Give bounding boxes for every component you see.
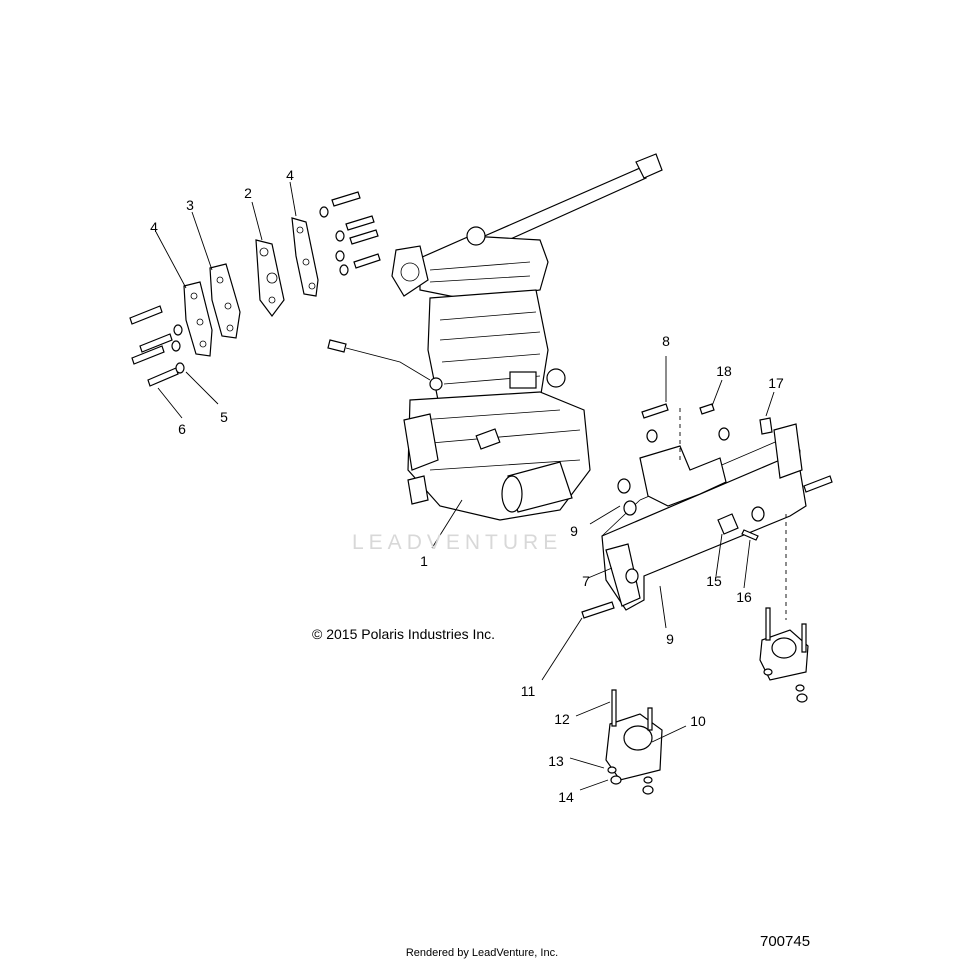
callout-13: 13 [548, 753, 564, 769]
copyright-notice: © 2015 Polaris Industries Inc. [312, 626, 496, 642]
callout-7: 7 [582, 573, 590, 589]
callout-5: 5 [220, 409, 228, 425]
callout-9-upper: 9 [570, 523, 578, 539]
callout-4-left: 4 [150, 219, 158, 235]
callout-1: 1 [420, 553, 428, 569]
callout-3: 3 [186, 197, 194, 213]
engine-mount-rubber-right [759, 607, 809, 703]
callout-16: 16 [736, 589, 752, 605]
callout-14: 14 [558, 789, 574, 805]
callout-11: 11 [521, 683, 536, 699]
callout-4-right: 4 [286, 167, 294, 183]
engine-assembly [327, 153, 663, 521]
callout-9-lower: 9 [666, 631, 674, 647]
callout-8: 8 [662, 333, 670, 349]
engine-mount-rubber-left [605, 689, 663, 795]
callout-12: 12 [554, 711, 570, 727]
callout-10: 10 [690, 713, 706, 729]
rendered-by-footer: Rendered by LeadVenture, Inc. [405, 947, 559, 959]
callout-labels: 1 2 3 4 4 5 6 7 8 9 9 10 11 12 13 14 15 … [150, 167, 784, 805]
watermark: LEADVENTURE [352, 531, 563, 554]
left-mounting-brackets [129, 191, 381, 387]
callout-2: 2 [244, 185, 252, 201]
drawing-number: 700745 [760, 933, 811, 950]
callout-15: 15 [706, 573, 722, 589]
callout-17: 17 [768, 375, 784, 391]
callout-6: 6 [178, 421, 186, 437]
callout-18: 18 [716, 363, 732, 379]
engine-mount-crossmember [581, 403, 833, 620]
leader-lines [155, 181, 775, 791]
